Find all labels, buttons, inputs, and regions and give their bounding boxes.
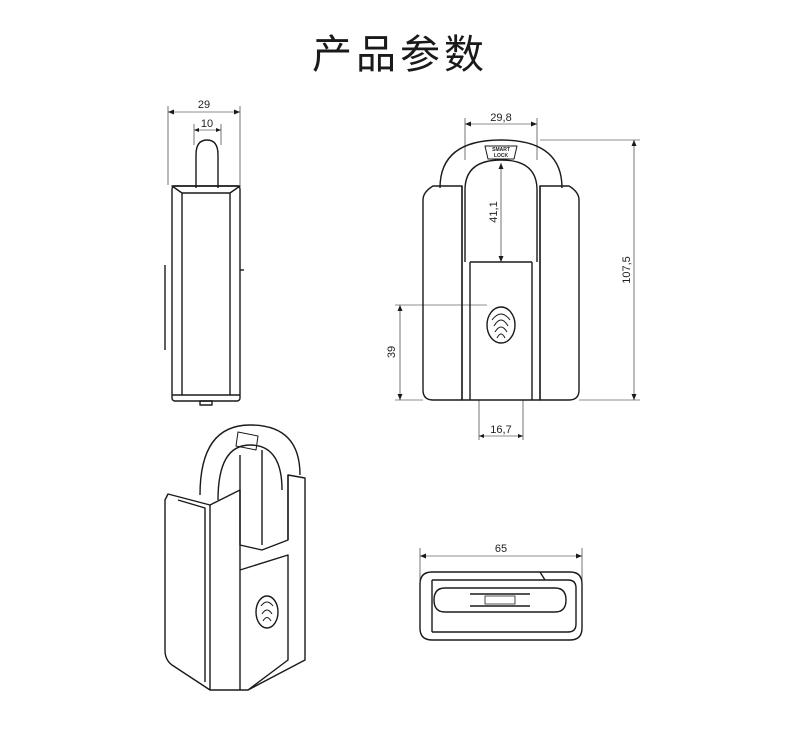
dim-front-shackle-width: 29,8 xyxy=(490,112,511,124)
dim-front-total-height: 107,5 xyxy=(621,256,633,284)
dim-front-shackle-height: 41,1 xyxy=(488,201,500,222)
page-title: 产品参数 xyxy=(312,32,488,78)
dim-front-sensor-height: 39 xyxy=(386,346,398,358)
fingerprint-sensor-icon xyxy=(486,306,516,344)
dim-front-lower-width: 16,7 xyxy=(490,424,511,436)
dim-bottom-length: 65 xyxy=(495,543,507,555)
bottom-view: 65 xyxy=(419,543,583,641)
dim-side-width: 29 xyxy=(198,99,210,111)
brand-text-line2: LOCK xyxy=(494,153,509,159)
perspective-view xyxy=(164,424,306,691)
brand-text-line1: SMART xyxy=(492,147,510,153)
front-view: 29,8 SMART LOCK 41,1 107,5 39 xyxy=(386,112,640,440)
side-view: 29 10 xyxy=(164,99,244,406)
dim-side-shackle-width: 10 xyxy=(201,118,213,130)
